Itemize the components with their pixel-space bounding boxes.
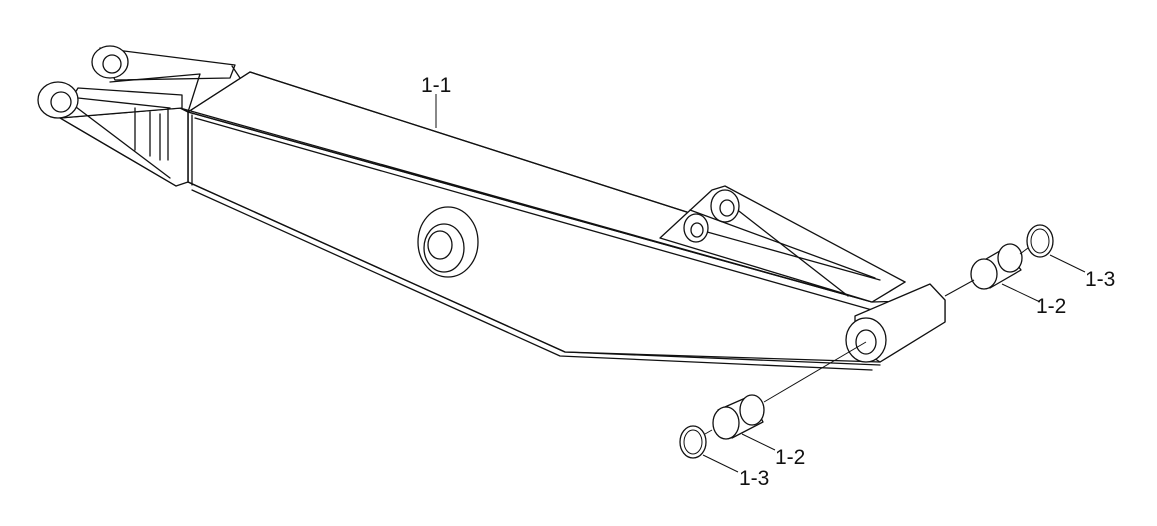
label-ring-upper: 1-3 bbox=[1085, 268, 1115, 291]
lower-bushing bbox=[712, 394, 765, 440]
label-bushing-upper: 1-2 bbox=[1036, 295, 1066, 318]
arm-body bbox=[37, 45, 946, 371]
lower-ring bbox=[679, 425, 707, 459]
upper-ring bbox=[1026, 224, 1054, 258]
label-arm: 1-1 bbox=[421, 74, 451, 97]
leader-lines bbox=[435, 94, 1086, 473]
upper-bushing bbox=[970, 243, 1023, 290]
label-ring-lower: 1-3 bbox=[739, 467, 769, 490]
label-bushing-lower: 1-2 bbox=[775, 446, 805, 469]
